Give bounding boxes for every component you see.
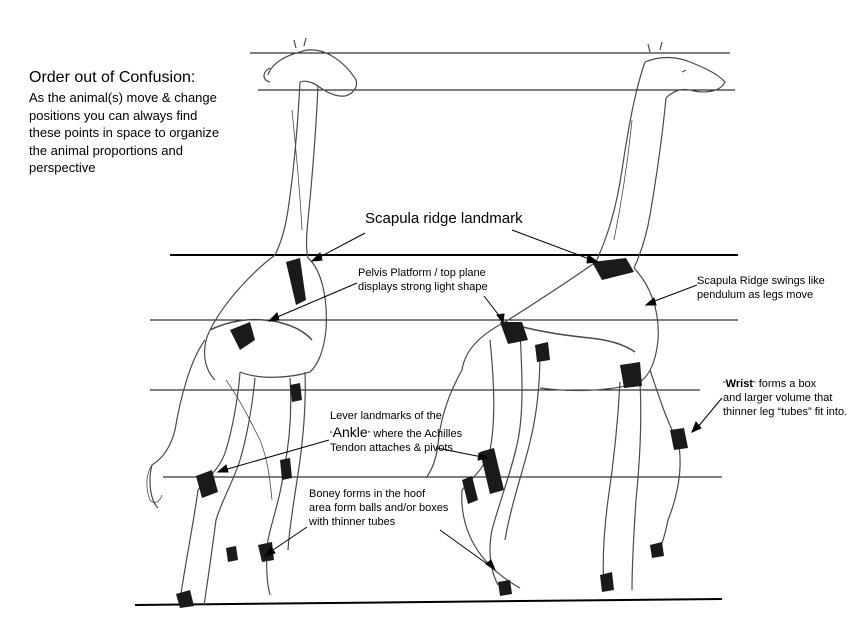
pelvis-platform-note: Pelvis Platform / top plane displays str… [358, 267, 488, 293]
wrist-note-line1: forms a box [755, 378, 817, 390]
rear-giraffe-neck [274, 81, 319, 259]
arrow-ankle-right [436, 447, 483, 458]
side-giraffe-tail [425, 369, 463, 479]
wrist-open-quote: “ [723, 380, 726, 389]
arrow-scapula-right [511, 229, 593, 261]
arrow-hoof-right [439, 529, 491, 567]
arrowhead-ankle-left [216, 464, 229, 473]
ankle-keyword: Ankle [332, 423, 368, 440]
arrow-wrist [696, 397, 723, 429]
arrow-scapula-left [317, 232, 366, 259]
side-giraffe-hind-leg-a [489, 329, 541, 586]
arrow-hoof-left [269, 526, 308, 553]
lever-note-rest: where the Achilles Tendon attaches & piv… [330, 427, 463, 454]
wrist-keyword: Wrist [725, 378, 753, 390]
boney-forms-note: Boney forms in the hoof area form balls … [309, 488, 449, 528]
wrist-note: “Wrist” forms a box and larger volume th… [723, 378, 848, 419]
arrowhead-wrist [691, 421, 702, 433]
lever-note-line1: Lever landmarks of the [330, 410, 442, 422]
arrowhead-scapula-swing [644, 297, 657, 306]
arrow-ankle-left [223, 439, 330, 471]
guide-line-ground [134, 598, 723, 606]
side-giraffe-shading [462, 258, 688, 596]
scapula-swing-note: Scapula Ridge swings like pendulum as le… [697, 275, 825, 301]
giraffe-rear-view [146, 37, 358, 606]
rear-giraffe-shading [176, 258, 306, 608]
giraffe-side-view [425, 41, 726, 591]
rear-giraffe-tail [149, 339, 206, 509]
ankle-open-quote: “ [330, 429, 333, 439]
rear-giraffe-leg-right [266, 371, 306, 596]
arrowhead-ankle-right [477, 452, 490, 461]
arrow-scapula-swing [651, 284, 698, 303]
annotation-arrows [216, 229, 723, 572]
side-giraffe-fore-leg-b [649, 369, 681, 556]
arrow-pelvis-left [274, 282, 358, 319]
arrowhead-hoof-left [263, 546, 276, 557]
arrowhead-pelvis-left [267, 312, 280, 322]
ankle-lever-note: Lever landmarks of the “Ankle” where the… [330, 410, 470, 455]
side-giraffe-hind-leg-b [461, 339, 521, 589]
ankle-close-quote: ” [367, 429, 371, 439]
arrowhead-pelvis-right [496, 313, 505, 325]
intro-text: As the animal(s) move & change positions… [29, 90, 220, 176]
diagram-title: Order out of Confusion: [29, 69, 196, 86]
wrist-close-quote: ” [752, 380, 756, 389]
side-giraffe-fore-leg-a [602, 381, 642, 591]
arrowhead-hoof-right [485, 559, 497, 572]
wrist-note-line2: and larger volume that thinner leg “tube… [723, 391, 848, 418]
rear-giraffe-head [267, 49, 358, 97]
rear-giraffe-leg-left [179, 371, 256, 606]
arrowhead-scapula-left [310, 252, 323, 262]
scapula-ridge-heading: Scapula ridge landmark [365, 210, 523, 227]
side-giraffe-head [644, 56, 726, 99]
side-giraffe-neck [595, 61, 667, 269]
arrowhead-scapula-right [586, 254, 600, 264]
rear-giraffe-body [203, 254, 327, 381]
